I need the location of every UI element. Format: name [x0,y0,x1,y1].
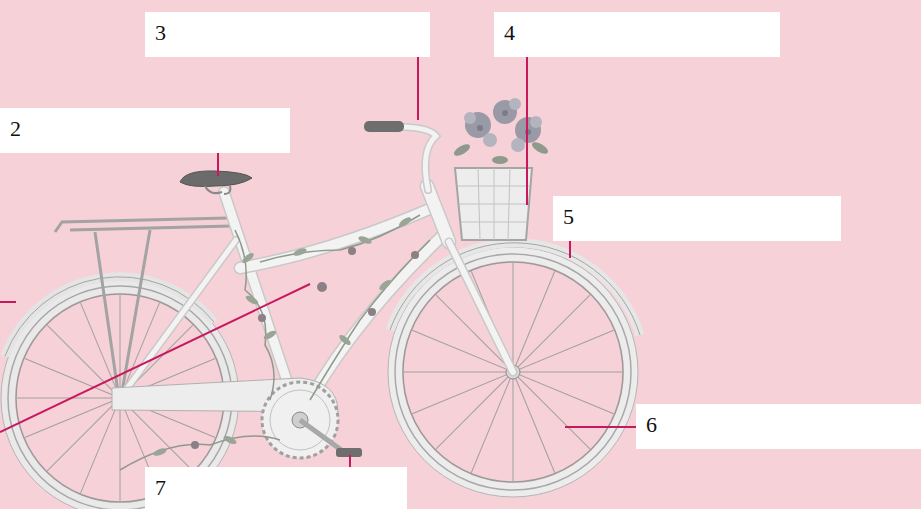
leader-line [569,241,571,258]
callout-number: 6 [646,412,911,438]
leader-line [217,153,219,176]
leader-line [0,301,16,303]
callout-number: 4 [504,20,770,46]
callout-box: 7 [145,467,407,509]
leader-line [0,284,310,432]
callout-number: 5 [563,204,831,230]
callout-number: 2 [10,116,280,142]
leader-line [417,57,419,120]
callout-box: 4 [494,12,780,57]
handlebar-grip [364,121,404,132]
callout-box: 2 [0,108,290,153]
saddle [180,171,252,187]
leader-line [526,57,528,205]
flower-vines [120,215,430,470]
leader-line [565,426,636,428]
callout-box: 6 [636,404,921,449]
flower-basket [452,98,550,240]
callout-number: 3 [155,20,420,46]
callout-number: 7 [155,475,397,501]
callout-box: 5 [553,196,841,241]
bike-frame [120,127,513,420]
leader-line [349,455,351,467]
callout-box: 3 [145,12,430,57]
